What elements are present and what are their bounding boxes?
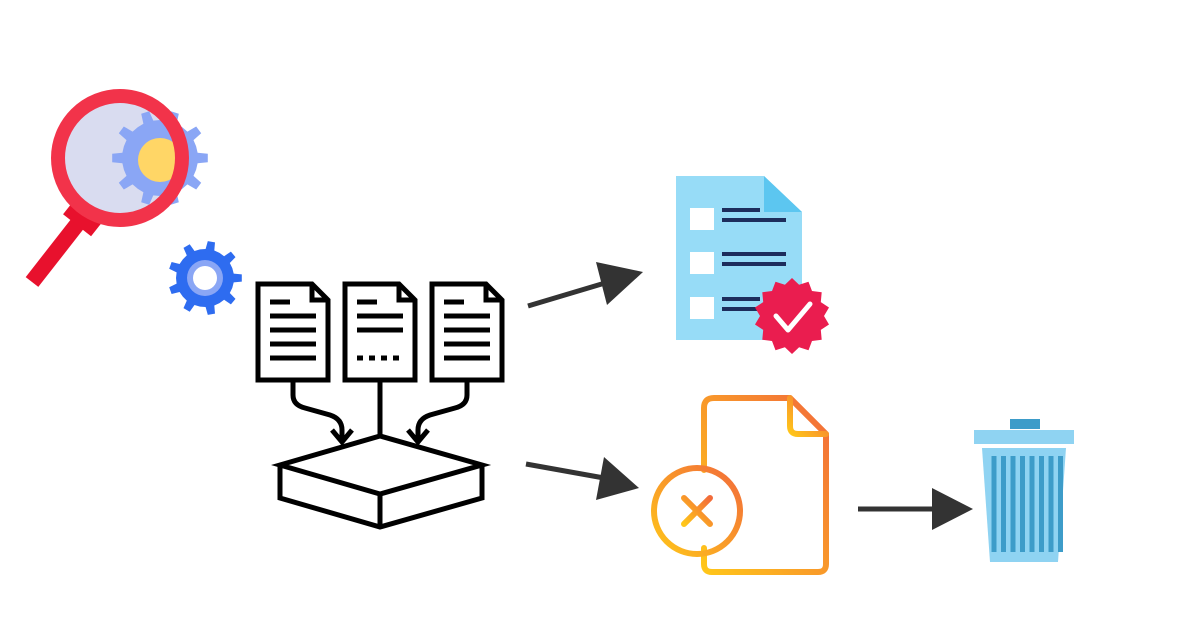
approved-document-icon	[676, 176, 829, 354]
arrow-to-approved	[527, 262, 643, 309]
gear-hole	[193, 266, 217, 290]
magnifier-gear-icon	[25, 89, 208, 287]
rejected-document-icon	[651, 395, 829, 575]
arrow-to-trash	[858, 488, 973, 530]
documents-merge-icon	[255, 281, 505, 530]
gear-icon	[169, 241, 242, 315]
badge-shape	[755, 278, 829, 354]
gear-center	[138, 138, 182, 182]
document-1-icon	[255, 281, 331, 383]
arrow-to-rejected	[525, 457, 639, 500]
magnifier-handle	[25, 213, 89, 287]
magnifier-collar	[63, 201, 101, 237]
magnifier-ring	[51, 89, 189, 227]
document-3-icon	[429, 281, 505, 383]
trash-can-icon	[974, 419, 1074, 562]
document-2-icon	[342, 281, 418, 383]
check-badge-icon	[755, 278, 829, 354]
